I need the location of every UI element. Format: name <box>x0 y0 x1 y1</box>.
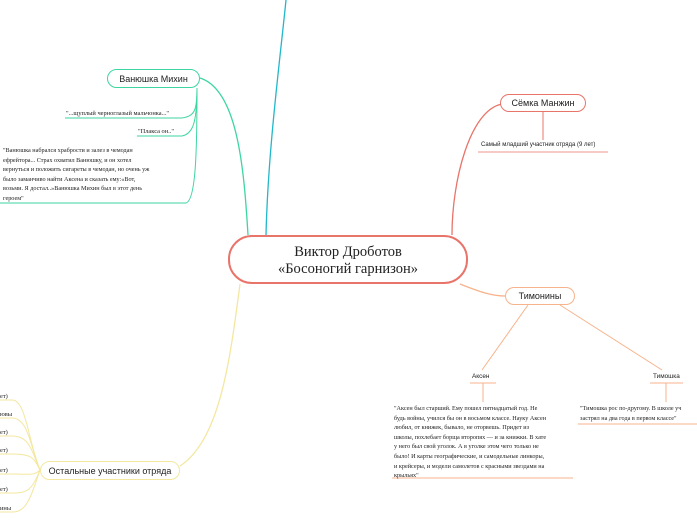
connector-semka <box>451 103 503 236</box>
quote-line: крыльях" <box>394 472 419 480</box>
others-item[interactable]: ет) <box>0 467 8 474</box>
connector-others-3 <box>0 435 41 471</box>
connector-timoshka <box>559 304 663 371</box>
others-item[interactable]: ет) <box>0 393 8 400</box>
topic-vanyushka[interactable]: Ванюшка Михин <box>107 69 200 88</box>
quote-line: у него был свой уголок. А в уголке этом … <box>394 443 539 451</box>
vanyushka-note-1[interactable]: "...щуплый черноглазый мальчонка..." <box>66 110 170 117</box>
timoshka-quote[interactable]: "Тимошка рос по-другому. В школе уч заст… <box>580 404 681 423</box>
others-item[interactable]: ювы <box>0 411 13 418</box>
quote-line: было! И карты географические, и самодель… <box>394 452 545 460</box>
topic-timoniny[interactable]: Тимонины <box>505 287 575 305</box>
vanyushka-quote[interactable]: "Ванюшка набрался храбрости и залез в че… <box>3 146 149 204</box>
connector-van-quote <box>0 87 198 204</box>
quote-line: "Ванюшка набрался храбрости и залез в че… <box>3 147 133 154</box>
quote-line: "Аксен был старший. Ему пошел пятнадцаты… <box>394 405 538 412</box>
connector-others-5 <box>0 469 41 475</box>
topic-semka[interactable]: Сёмка Манжин <box>500 94 586 112</box>
subtopic-akseni[interactable]: Аксен <box>472 373 490 380</box>
quote-line: школы, похлебает борща второпях — и за к… <box>394 433 547 441</box>
quote-line: возьми. Я достал..»Ванюшка Михин был в э… <box>3 185 143 193</box>
connector-akseni <box>481 304 529 371</box>
subtopic-timoshka[interactable]: Тимошка <box>653 373 680 380</box>
akseni-quote[interactable]: "Аксен был старший. Ему пошел пятнадцаты… <box>394 404 546 481</box>
quote-line: героем" <box>3 194 24 202</box>
quote-line: и крейсеры, и модели самолетов с красным… <box>394 462 545 470</box>
connector-others-4 <box>0 453 41 471</box>
quote-line: "Тимошка рос по-другому. В школе уч <box>580 405 682 412</box>
topic-timoniny-label: Тимонины <box>518 291 562 301</box>
semka-note[interactable]: Самый младший участник отряда (9 лет) <box>481 142 596 148</box>
topic-vanyushka-label: Ванюшка Михин <box>119 73 188 84</box>
connector-timoniny <box>459 283 506 297</box>
others-item[interactable]: ины <box>0 505 12 512</box>
others-item[interactable]: ет) <box>0 486 8 493</box>
others-item[interactable]: ет) <box>0 429 8 436</box>
quote-line: застрял на два года в первом классе" <box>580 414 677 422</box>
topic-semka-label: Сёмка Манжин <box>511 98 575 108</box>
central-topic[interactable]: Виктор Дроботов «Босоногий гарнизон» <box>228 235 468 284</box>
connector-others <box>179 283 241 467</box>
quote-line: вернуться и положить сигареты в чемодан,… <box>3 166 150 174</box>
quote-line: ефрейтора... Страх охватил Ванюшку, и он… <box>3 156 132 164</box>
topic-others[interactable]: Остальные участники отряда <box>40 461 180 480</box>
vanyushka-note-2[interactable]: "Плакса он.." <box>138 128 174 135</box>
topic-others-label: Остальные участники отряда <box>48 465 172 476</box>
quote-line: будь войны, учился бы он в восьмом класс… <box>394 414 547 422</box>
others-item[interactable]: ет) <box>0 447 8 454</box>
connector-others-7 <box>0 469 41 513</box>
central-title-line1: Виктор Дроботов <box>294 244 402 260</box>
connector-vanyushka <box>199 77 249 236</box>
connector-top <box>265 0 287 236</box>
central-title-line2: «Босоногий гарнизон» <box>277 261 419 277</box>
connector-others-2 <box>0 417 41 471</box>
quote-line: было заманчиво найти Аксена и сказать ем… <box>3 175 136 183</box>
quote-line: любил, от книжек, бывало, не оторвешь. П… <box>394 424 530 432</box>
